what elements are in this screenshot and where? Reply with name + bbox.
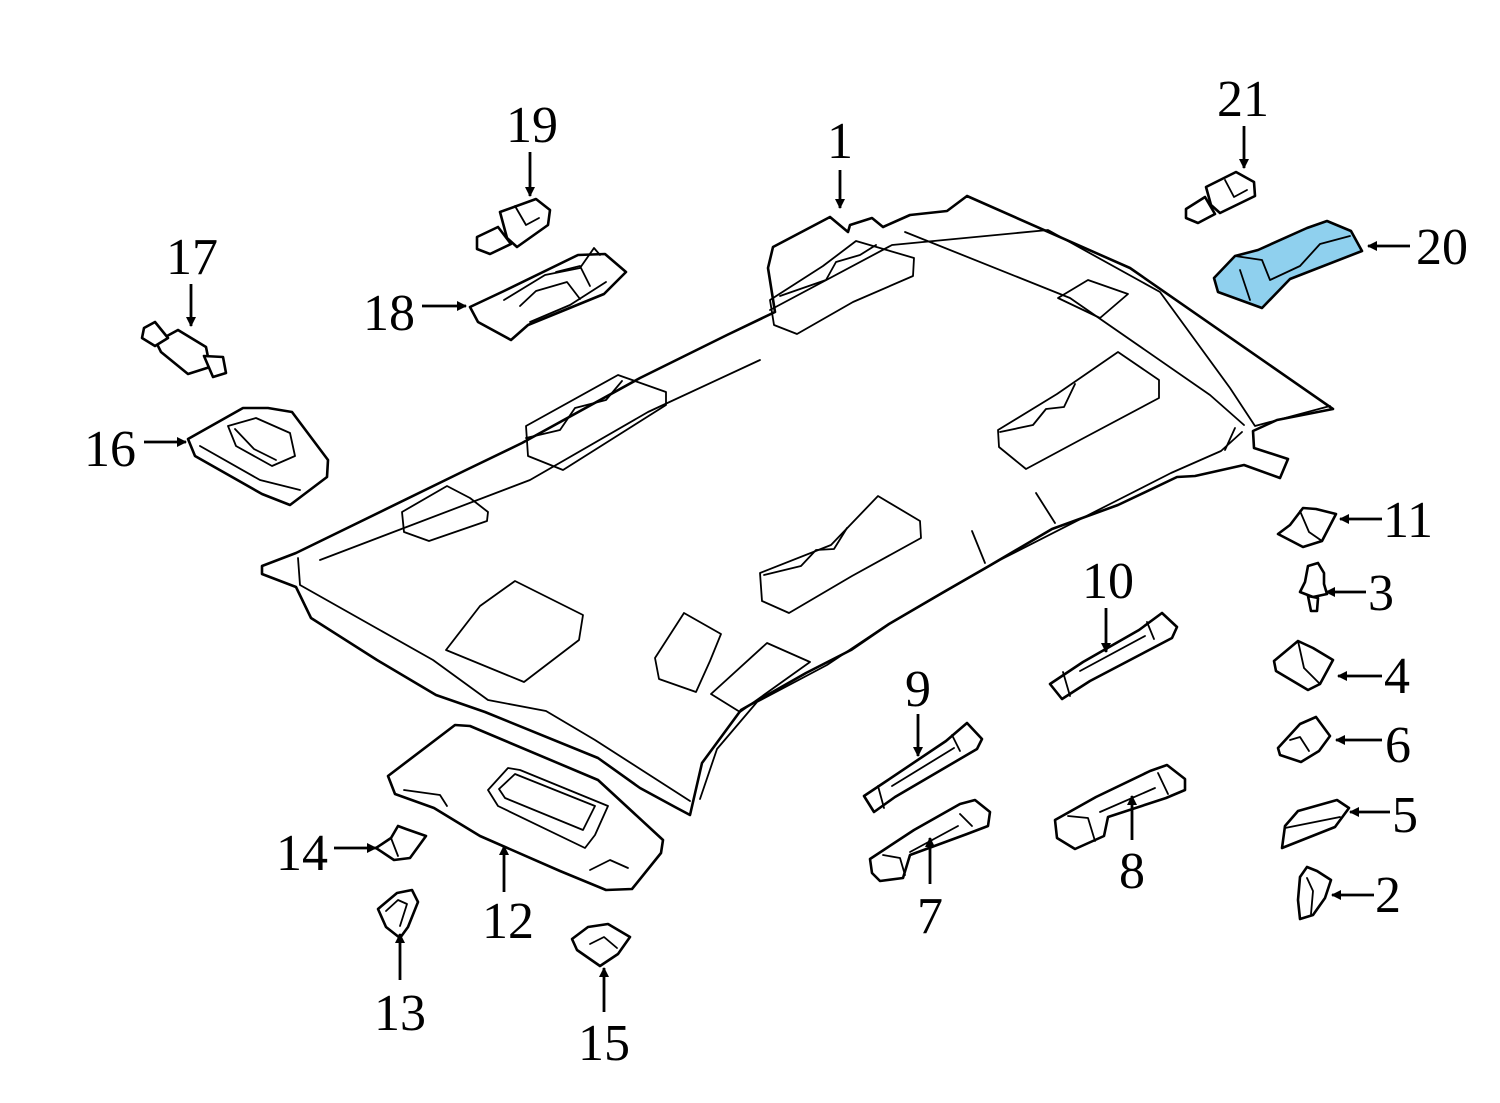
callout-11: 11 [1383,492,1433,549]
grab-handle-10-part[interactable] [1048,611,1179,701]
clip-2-part[interactable] [1296,865,1333,921]
sun-visor-12-part[interactable] [386,723,665,892]
callout-labels: 1 2 3 4 5 6 7 8 9 10 11 12 13 14 15 16 1… [84,71,1468,1072]
callout-15: 15 [578,1015,630,1072]
callout-19: 19 [506,97,558,154]
map-lamp-18-part[interactable] [468,247,628,342]
push-pin-3-part[interactable] [1298,561,1329,613]
callout-13: 13 [374,985,426,1042]
headliner-part[interactable] [260,194,1335,817]
callout-8: 8 [1119,843,1145,900]
clip-13-part[interactable] [376,888,420,940]
callout-5: 5 [1392,787,1418,844]
callout-12: 12 [482,893,534,950]
clip-11-part[interactable] [1276,506,1338,549]
callout-21: 21 [1217,71,1269,128]
clip-4-part[interactable] [1272,639,1335,692]
callout-1: 1 [827,113,853,170]
grab-handle-9-part[interactable] [862,721,984,814]
callout-20: 20 [1416,219,1468,276]
callout-14: 14 [276,825,328,882]
bulb-17-part[interactable] [140,320,228,379]
bulb-19-part[interactable] [475,197,552,256]
callout-6: 6 [1385,717,1411,774]
callout-7: 7 [917,888,943,945]
callout-10: 10 [1082,553,1134,610]
clip-6-part[interactable] [1276,715,1332,764]
callout-2: 2 [1375,867,1401,924]
callout-16: 16 [84,421,136,478]
callout-18: 18 [363,285,415,342]
clip-14-part[interactable] [374,824,428,862]
callout-arrows [144,126,1410,1012]
callout-9: 9 [905,661,931,718]
bulb-21-part[interactable] [1184,170,1257,225]
callout-3: 3 [1368,565,1394,622]
bracket-5-part[interactable] [1280,798,1351,850]
grab-handle-8-part[interactable] [1053,763,1187,851]
callout-4: 4 [1384,648,1410,705]
clip-15-part[interactable] [570,922,632,968]
dome-lamp-16-part[interactable] [186,406,330,507]
callout-17: 17 [166,229,218,286]
lamp-20-part[interactable] [1212,219,1364,310]
